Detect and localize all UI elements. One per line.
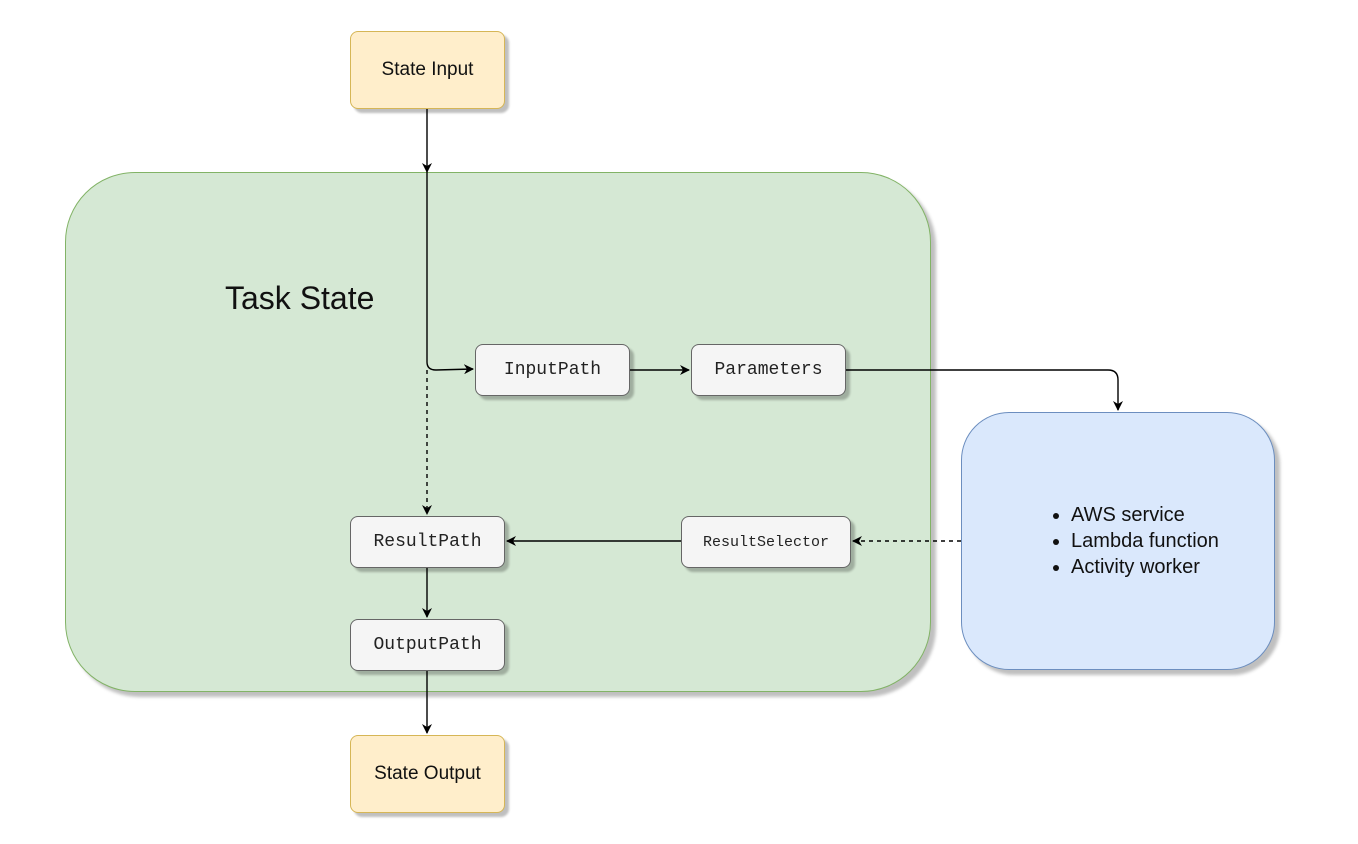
integration-item-activity-worker: Activity worker bbox=[1071, 554, 1219, 580]
integration-target-container: AWS service Lambda function Activity wor… bbox=[961, 412, 1275, 670]
parameters-node: Parameters bbox=[691, 344, 846, 396]
integration-item-lambda-function: Lambda function bbox=[1071, 528, 1219, 554]
integration-list: AWS service Lambda function Activity wor… bbox=[1047, 502, 1219, 580]
task-state-title: Task State bbox=[225, 280, 375, 316]
task-state-container bbox=[65, 172, 931, 692]
integration-item-aws-service: AWS service bbox=[1071, 502, 1219, 528]
output-path-node: OutputPath bbox=[350, 619, 505, 671]
state-input-node: State Input bbox=[350, 31, 505, 109]
state-output-node: State Output bbox=[350, 735, 505, 813]
result-selector-node: ResultSelector bbox=[681, 516, 851, 568]
result-path-node: ResultPath bbox=[350, 516, 505, 568]
input-path-node: InputPath bbox=[475, 344, 630, 396]
